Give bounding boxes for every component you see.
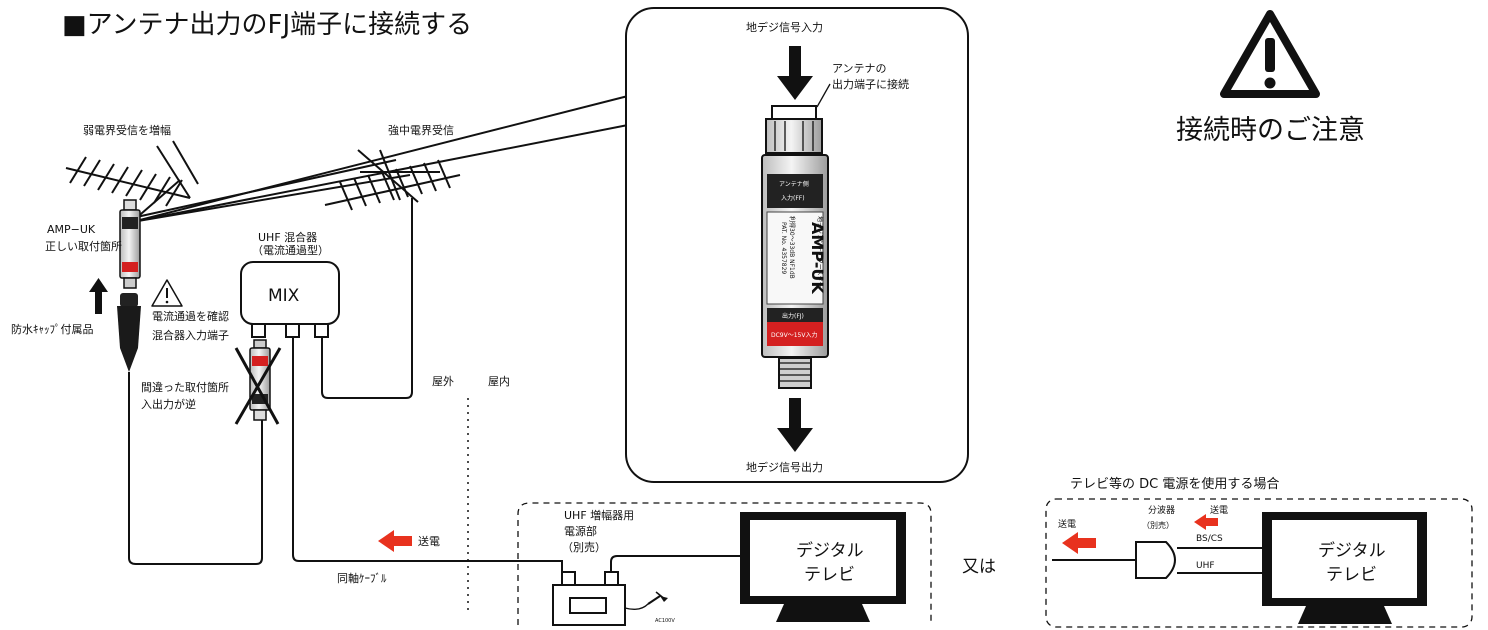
device-red-label: DC9V～15V入力 [771, 331, 817, 339]
tv-main-label-2: テレビ [804, 565, 855, 585]
indoor-label: 屋内 [488, 374, 510, 388]
tv-main [740, 512, 906, 622]
coax-cable [128, 372, 263, 565]
device-name: 地デジアンテナブースター [816, 216, 824, 287]
mixer-port [314, 323, 329, 338]
splitter-label-2: （別売） [1142, 520, 1174, 530]
detail-connect-label-1: アンテナの [832, 62, 887, 75]
antenna-lead-line [131, 174, 411, 223]
outdoor-label: 屋外 [432, 375, 454, 388]
booster-wrong-position [249, 339, 271, 421]
weak-field-antenna [65, 140, 199, 221]
strong-field-label: 強中電界受信 [388, 124, 454, 137]
dc-send-left-label: 送電 [1058, 518, 1076, 530]
mixer-port [251, 323, 266, 338]
antenna-lead-line [131, 159, 397, 219]
power-send-label: 送電 [418, 534, 440, 548]
mixer-label-2: （電流通過型） [252, 243, 329, 257]
coax-cable-label: 同軸ｹｰﾌﾞﾙ [337, 571, 387, 585]
mixer-label-1: UHF 混合器 [258, 230, 317, 244]
booster-correct-label-2: 正しい取付箇所 [45, 239, 122, 253]
caution-text: 接続時のご注意 [1176, 115, 1365, 146]
weak-field-label: 弱電界受信を増幅 [83, 124, 171, 137]
device-label-out: 出力(FJ) [782, 312, 804, 320]
booster-correct-position [119, 199, 141, 289]
booster-correct-label-1: AMP−UK [47, 223, 96, 236]
bscs-label: BS/CS [1196, 534, 1223, 544]
splitter-body [1135, 541, 1176, 579]
coax-cable [292, 337, 563, 572]
power-send-arrow-icon [378, 530, 412, 552]
device-spec-1: 利得30～33dB NF1dB [788, 216, 796, 279]
power-unit-label-1: UHF 増幅器用 [564, 509, 634, 522]
down-arrow-icon [777, 46, 813, 100]
wrong-install-label-2: 入出力が逆 [141, 397, 196, 411]
dc-case-frame [1045, 498, 1473, 628]
cross-mark-icon [234, 347, 282, 425]
page-title: ■アンテナ出力のFJ端子に接続する [62, 10, 472, 40]
mixer-port [285, 323, 300, 338]
power-plug-icon [647, 591, 668, 605]
ac-label: AC100V [655, 618, 675, 624]
warning-icon [151, 279, 183, 307]
detail-connect-label-2: 出力端子に接続 [832, 77, 909, 91]
connect-leader-line [816, 83, 831, 108]
zoom-line-upper [131, 95, 629, 223]
detail-input-label: 地デジ信号入力 [746, 20, 823, 34]
splitter-label-1: 分波器 [1148, 504, 1175, 516]
down-arrow-icon [777, 398, 813, 452]
power-cord [624, 603, 649, 610]
mixer-input-label: 混合器入力端子 [152, 328, 229, 342]
zoom-line-lower [131, 124, 629, 223]
power-unit [552, 571, 626, 626]
power-send-arrow-icon [1194, 514, 1218, 530]
uhf-label: UHF [1196, 561, 1215, 571]
tv-dc [1262, 512, 1427, 624]
indoor-area-frame [517, 502, 932, 625]
coax-cable [321, 198, 413, 399]
strong-field-antenna [324, 149, 461, 211]
current-check-label: 電流通過を確認 [152, 309, 229, 323]
power-unit-label-3: （別売） [562, 541, 606, 554]
device-brand: AMP-UK [808, 222, 827, 294]
power-send-arrow-icon [1062, 532, 1096, 554]
warning-icon [1220, 10, 1320, 98]
wrong-install-label-1: 間違った取付箇所 [141, 380, 229, 394]
mixer-box-label: MIX [268, 286, 300, 306]
device-label-top-1: アンテナ側 [779, 180, 809, 188]
tv-dc-label-2: テレビ [1326, 565, 1377, 585]
tv-dc-label-1: デジタル [1318, 540, 1386, 561]
waterproof-cap-label: 防水ｷｬｯﾌﾟ付属品 [11, 322, 94, 336]
detail-output-label: 地デジ信号出力 [746, 460, 823, 474]
device-spec-2: PAT. No. 4357829 [780, 222, 787, 274]
up-arrow-icon [89, 278, 108, 314]
tv-main-label-1: デジタル [796, 540, 864, 561]
waterproof-cap [117, 293, 141, 372]
booster-device-detail [761, 105, 829, 389]
power-unit-label-2: 電源部 [564, 524, 597, 538]
dc-case-heading: テレビ等の DC 電源を使用する場合 [1070, 476, 1279, 492]
or-label: 又は [962, 557, 996, 577]
dc-send-right-label: 送電 [1210, 504, 1228, 516]
tv-cable [610, 555, 740, 572]
device-label-top-2: 入力(FF) [781, 194, 805, 202]
